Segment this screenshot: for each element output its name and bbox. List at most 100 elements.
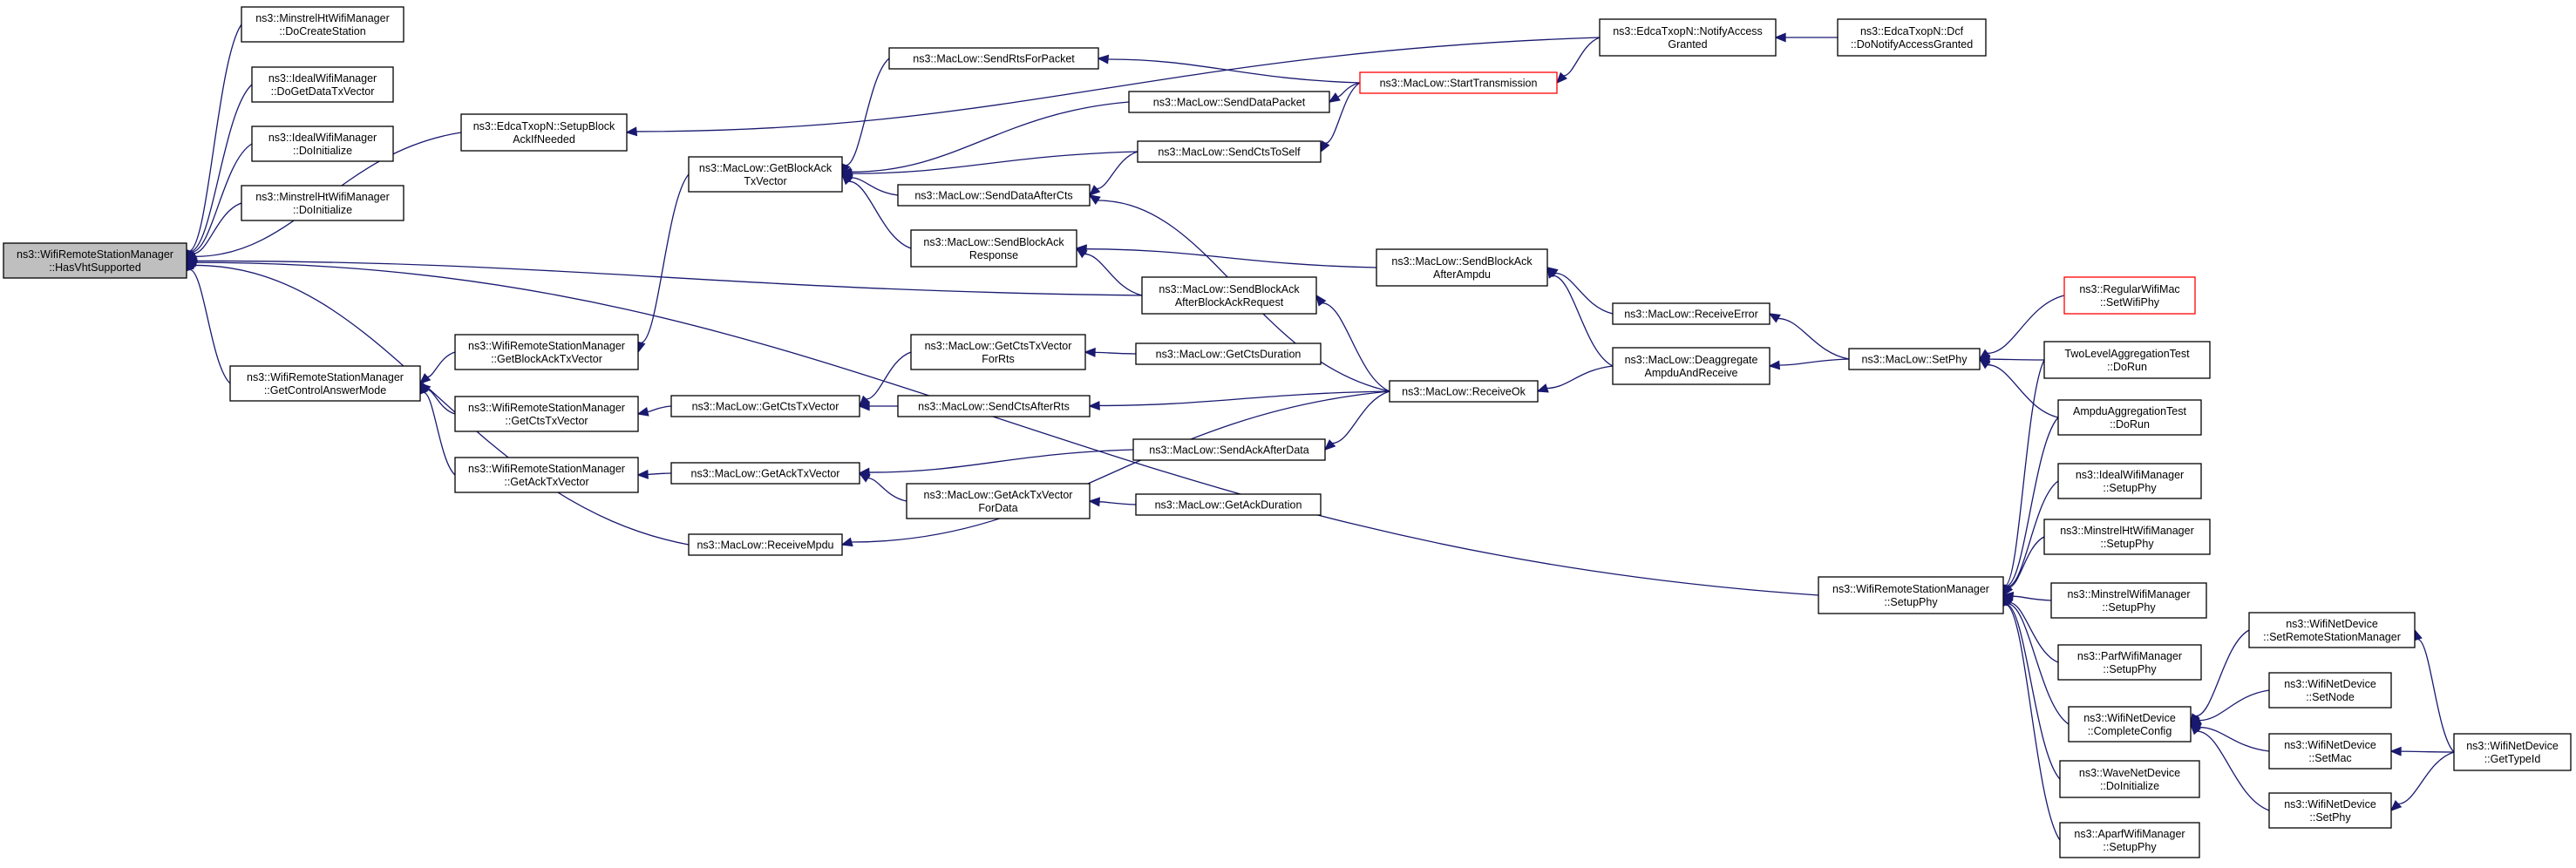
- edge-ml-getctsduration-to-ml-getctsforrts: [1084, 347, 1137, 357]
- edge-line: [1085, 248, 1377, 268]
- node-box: [1837, 18, 1987, 57]
- node-box: [1376, 248, 1548, 287]
- node-parf-setupphy[interactable]: ns3::ParfWifiManager::SetupPhy: [2057, 644, 2202, 681]
- node-label-line: ::SetupPhy: [2102, 601, 2156, 614]
- node-twolevel-dorun[interactable]: TwoLevelAggregationTest::DoRun: [2043, 341, 2211, 379]
- edge-arrowhead: [1768, 360, 1781, 370]
- edge-arrowhead: [1320, 140, 1330, 153]
- node-box: [2057, 644, 2202, 681]
- edge-line: [426, 351, 456, 378]
- node-wnd-gettypeid[interactable]: ns3::WifiNetDevice::GetTypeId: [2453, 733, 2572, 771]
- node-label-line: ns3::MacLow::GetAckTxVector: [924, 489, 1073, 501]
- node-wnd-completeconfig[interactable]: ns3::WifiNetDevice::CompleteConfig: [2068, 706, 2192, 743]
- node-label-line: ns3::IdealWifiManager: [2076, 469, 2184, 481]
- node-box: [2268, 792, 2392, 829]
- node-ideal-dogetdata[interactable]: ns3::IdealWifiManager::DoGetDataTxVector: [251, 66, 394, 103]
- edge-edca-notify-to-edca-setupblock: [625, 37, 1601, 137]
- node-ml-sendctsafterrts[interactable]: ns3::MacLow::SendCtsAfterRts: [897, 395, 1091, 417]
- node-box: [1848, 348, 1981, 370]
- edge-line: [2397, 751, 2455, 805]
- node-ideal-doinit[interactable]: ns3::IdealWifiManager::DoInitialize: [251, 125, 394, 162]
- node-mht-setupphy[interactable]: ns3::MinstrelHtWifiManager::SetupPhy: [2043, 519, 2211, 555]
- node-ml-senddataafter[interactable]: ns3::MacLow::SendDataAfterCts: [897, 184, 1091, 207]
- node-ml-sendctstoself[interactable]: ns3::MacLow::SendCtsToSelf: [1137, 140, 1322, 163]
- node-ml-getackduration[interactable]: ns3::MacLow::GetAckDuration: [1135, 493, 1322, 516]
- edge-wrsm-getcontrol-to-root: [185, 259, 231, 384]
- node-box: [251, 125, 394, 162]
- edge-arrowhead: [1536, 383, 1549, 393]
- node-ml-getcts[interactable]: ns3::MacLow::GetCtsTxVector: [670, 395, 860, 417]
- edge-line: [2005, 604, 2061, 841]
- node-ml-sendrts[interactable]: ns3::MacLow::SendRtsForPacket: [888, 47, 1099, 70]
- node-wnd-setmac[interactable]: ns3::WifiNetDevice::SetMac: [2268, 733, 2392, 770]
- node-minstrel-setupphy[interactable]: ns3::MinstrelWifiManager::SetupPhy: [2050, 582, 2207, 619]
- node-label-line: TwoLevelAggregationTest: [2064, 348, 2190, 360]
- edge-wnd-gettypeid-to-wnd-setmac: [2389, 746, 2455, 756]
- node-ml-sendblockackafterreq[interactable]: ns3::MacLow::SendBlockAckAfterBlockAckRe…: [1141, 276, 1317, 315]
- node-label-line: ::DoCreateStation: [279, 25, 365, 37]
- node-box: [1612, 302, 1771, 325]
- node-ml-receivempdu[interactable]: ns3::MacLow::ReceiveMpdu: [688, 533, 843, 556]
- node-ml-receiveok[interactable]: ns3::MacLow::ReceiveOk: [1389, 380, 1539, 403]
- node-ideal-setupphy[interactable]: ns3::IdealWifiManager::SetupPhy: [2057, 463, 2202, 499]
- node-label-line: ns3::MacLow::ReceiveError: [1624, 309, 1758, 321]
- edge-line: [2197, 730, 2270, 811]
- edge-arrowhead: [1774, 32, 1786, 43]
- edge-ml-starttx-to-ml-senddatapacket: [1328, 82, 1361, 103]
- node-label-line: ns3::MacLow::SendRtsForPacket: [913, 53, 1075, 65]
- node-ml-getack[interactable]: ns3::MacLow::GetAckTxVector: [670, 462, 860, 485]
- node-label-line: ::GetCtsTxVector: [505, 415, 588, 427]
- node-mht-docreate[interactable]: ns3::MinstrelHtWifiManager::DoCreateStat…: [241, 6, 404, 43]
- node-mht-doinit[interactable]: ns3::MinstrelHtWifiManager::DoInitialize: [241, 185, 404, 221]
- node-label-line: ::SetupPhy: [2103, 482, 2157, 494]
- node-box: [1141, 276, 1317, 315]
- node-wave-doinit[interactable]: ns3::WaveNetDevice::DoInitialize: [2059, 760, 2200, 798]
- edge-line: [1987, 295, 2065, 355]
- edge-line: [195, 260, 1143, 296]
- node-wnd-setremote[interactable]: ns3::WifiNetDevice::SetRemoteStationMana…: [2248, 612, 2416, 648]
- node-ml-getblockack[interactable]: ns3::MacLow::GetBlockAckTxVector: [688, 156, 843, 193]
- node-label-line: ns3::MacLow::SendDataPacket: [1153, 97, 1306, 109]
- node-wrsm-getcts[interactable]: ns3::WifiRemoteStationManager::GetCtsTxV…: [454, 396, 639, 432]
- node-wrsm-getack[interactable]: ns3::WifiRemoteStationManager::GetAckTxV…: [454, 457, 639, 493]
- node-edca-notify[interactable]: ns3::EdcaTxopN::NotifyAccessGranted: [1599, 18, 1777, 57]
- node-ml-setphy[interactable]: ns3::MacLow::SetPhy: [1848, 348, 1981, 370]
- node-wnd-setnode[interactable]: ns3::WifiNetDevice::SetNode: [2268, 672, 2392, 709]
- node-ml-starttx[interactable]: ns3::MacLow::StartTransmission: [1359, 71, 1558, 94]
- node-edca-dcf[interactable]: ns3::EdcaTxopN::Dcf::DoNotifyAccessGrant…: [1837, 18, 1987, 57]
- node-root[interactable]: ns3::WifiRemoteStationManager::HasVhtSup…: [3, 242, 187, 279]
- node-label-line: AfterBlockAckRequest: [1175, 296, 1284, 309]
- edge-line: [1337, 82, 1361, 98]
- node-wrsm-setupphy[interactable]: ns3::WifiRemoteStationManager::SetupPhy: [1818, 576, 2004, 614]
- node-label-line: ns3::MacLow::GetCtsTxVector: [925, 340, 1072, 352]
- node-ml-getctsduration[interactable]: ns3::MacLow::GetCtsDuration: [1135, 342, 1322, 365]
- node-box: [229, 365, 421, 402]
- node-label-line: ns3::WifiNetDevice: [2284, 798, 2376, 810]
- node-label-line: ::SetPhy: [2309, 811, 2351, 824]
- edge-line: [191, 143, 253, 254]
- node-ampdu-dorun[interactable]: AmpduAggregationTest::DoRun: [2057, 399, 2202, 436]
- edge-arrowhead: [2389, 800, 2403, 812]
- node-ml-sendackafterdata[interactable]: ns3::MacLow::SendAckAfterData: [1132, 438, 1326, 461]
- node-wrsm-getblockack[interactable]: ns3::WifiRemoteStationManager::GetBlockA…: [454, 334, 639, 370]
- edge-line: [2199, 726, 2270, 752]
- edge-arrowhead: [2189, 722, 2201, 736]
- node-wrsm-getcontrol[interactable]: ns3::WifiRemoteStationManager::GetContro…: [229, 365, 421, 402]
- node-regular-setwifiphy[interactable]: ns3::RegularWifiMac::SetWifiPhy: [2063, 276, 2196, 315]
- edge-ml-sendctstoself-to-ml-senddataafter: [1088, 151, 1138, 197]
- node-ml-receiveerror[interactable]: ns3::MacLow::ReceiveError: [1612, 302, 1771, 325]
- edge-arrowhead: [1768, 313, 1781, 323]
- node-ml-senddatapacket[interactable]: ns3::MacLow::SendDataPacket: [1128, 91, 1330, 113]
- node-aparf-setupphy[interactable]: ns3::AparfWifiManager::SetupPhy: [2059, 822, 2200, 858]
- node-label-line: ForData: [978, 502, 1017, 514]
- node-wnd-setphy[interactable]: ns3::WifiNetDevice::SetPhy: [2268, 792, 2392, 829]
- node-label-line: ns3::ParfWifiManager: [2077, 650, 2182, 662]
- edge-ampdu-dorun-to-wrsm-setupphy: [2002, 417, 2059, 597]
- edge-line: [2012, 595, 2052, 601]
